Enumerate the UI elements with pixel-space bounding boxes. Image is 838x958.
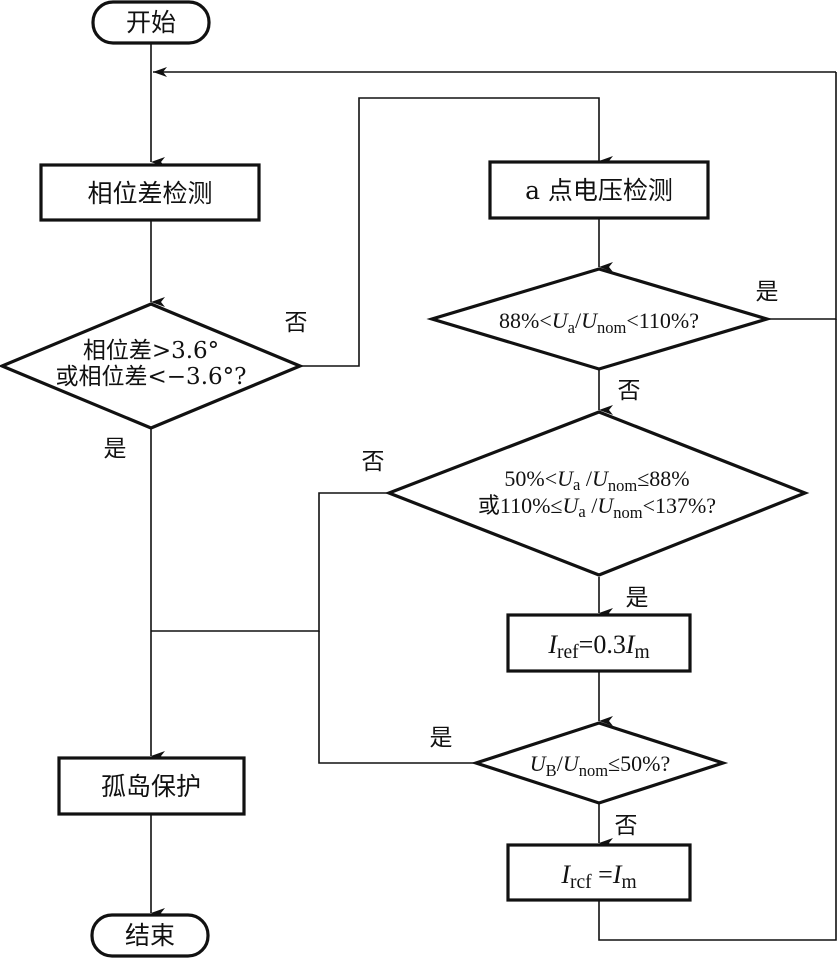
- iref2-sub: rcf: [570, 872, 592, 893]
- edge-phase-no-to-voltage-detect: [300, 97, 613, 367]
- phase-yes-label: 是: [104, 436, 127, 462]
- end-label: 结束: [125, 921, 175, 950]
- loop-return-arrow-icon: [153, 67, 167, 77]
- iref2-I: I: [560, 860, 571, 889]
- start-label: 开始: [126, 8, 176, 37]
- ub-slash: /: [557, 751, 564, 776]
- phase-no-label: 否: [285, 310, 308, 336]
- v2l2-post: <137%?: [643, 493, 717, 518]
- iref1-sub2: m: [635, 642, 650, 663]
- v2l1-U: U: [557, 466, 575, 491]
- phase-decision-line2: 或相位差<−3.6°?: [56, 364, 247, 390]
- phase-difference-decision: 相位差>3.6° 或相位差<−3.6°?: [0, 302, 305, 430]
- v2l1-pre: 50%<: [504, 466, 557, 491]
- v1-post: <110%?: [626, 308, 699, 333]
- voltage-decision2-line1: 50%<Ua /Unom≤88%: [504, 466, 689, 495]
- ub-post: ≤50%?: [608, 751, 670, 776]
- v2l2-sub-a: a: [578, 502, 586, 521]
- island-protection-box: 孤岛保护: [57, 756, 246, 816]
- v1-U: U: [552, 308, 570, 333]
- v1-pre: 88%<: [499, 308, 552, 333]
- v1-no-label: 否: [618, 378, 641, 404]
- v2-no-label: 否: [362, 449, 385, 475]
- phase-decision-line1: 相位差>3.6°: [83, 338, 219, 364]
- v2l2-pre: 或110%≤: [478, 493, 563, 518]
- ub-U: U: [530, 751, 548, 776]
- ub-U2: U: [563, 751, 581, 776]
- v1-U2: U: [581, 308, 599, 333]
- v2l2-slash: /: [586, 493, 599, 518]
- v2l1-U2: U: [592, 466, 610, 491]
- voltage-decision2-line2: 或110%≤Ua /Unom<137%?: [478, 493, 716, 522]
- v2l2-sub-nom: nom: [613, 503, 643, 522]
- v2l1-post: ≤88%: [637, 466, 689, 491]
- v2l1-slash: /: [580, 466, 593, 491]
- iref1-I2: I: [625, 630, 636, 659]
- iref2-eq: =: [592, 860, 613, 889]
- island-protect-label: 孤岛保护: [101, 772, 201, 801]
- edge-iref-full-return: [598, 319, 837, 941]
- v1-sub-nom: nom: [597, 318, 627, 337]
- iref-reduced-text: Iref=0.3Im: [547, 630, 649, 663]
- iref-reduced-box: Iref=0.3Im: [506, 613, 692, 673]
- iref1-sub: ref: [557, 642, 579, 663]
- iref2-sub2: m: [622, 872, 637, 893]
- ub-voltage-decision: UB/Unom≤50%?: [470, 721, 729, 805]
- voltage-range-decision-2: 50%<Ua /Unom≤88% 或110%≤Ua /Unom<137%?: [384, 410, 810, 577]
- iref2-I2: I: [612, 860, 623, 889]
- v1-sub-a: a: [568, 318, 576, 337]
- v2l2-U2: U: [597, 493, 615, 518]
- ub-yes-label: 是: [430, 725, 453, 751]
- ub-sub-nom: nom: [579, 761, 609, 780]
- v2l2-U: U: [563, 493, 581, 518]
- v2l1-sub-nom: nom: [608, 476, 638, 495]
- voltage-detect-label: a 点电压检测: [525, 176, 673, 205]
- iref-full-box: Ircf =Im: [506, 843, 692, 902]
- v2-yes-label: 是: [626, 585, 649, 611]
- edge-v2-no-to-junction: [151, 492, 389, 632]
- iref-full-text: Ircf =Im: [560, 860, 636, 893]
- voltage-range-decision-1: 88%<Ua/Unom<110%?: [426, 267, 773, 371]
- voltage-detection-box: a 点电压检测: [488, 160, 710, 220]
- ub-no-label: 否: [615, 813, 638, 839]
- start-terminator: 开始: [91, 0, 211, 45]
- v1-slash: /: [575, 308, 582, 333]
- end-terminator: 结束: [90, 913, 210, 958]
- v1-yes-label: 是: [756, 279, 779, 305]
- voltage-decision1-text: 88%<Ua/Unom<110%?: [499, 308, 699, 337]
- phase-difference-detection-box: 相位差检测: [39, 163, 261, 222]
- edge-ub-yes-to-junction: [318, 631, 476, 764]
- phase-detect-label: 相位差检测: [87, 179, 212, 208]
- ub-decision-text: UB/Unom≤50%?: [530, 751, 670, 780]
- ub-sub-B: B: [546, 761, 557, 780]
- iref1-I: I: [547, 630, 558, 659]
- iref1-eq: =0.3: [579, 630, 626, 659]
- v2l1-sub-a: a: [573, 475, 581, 494]
